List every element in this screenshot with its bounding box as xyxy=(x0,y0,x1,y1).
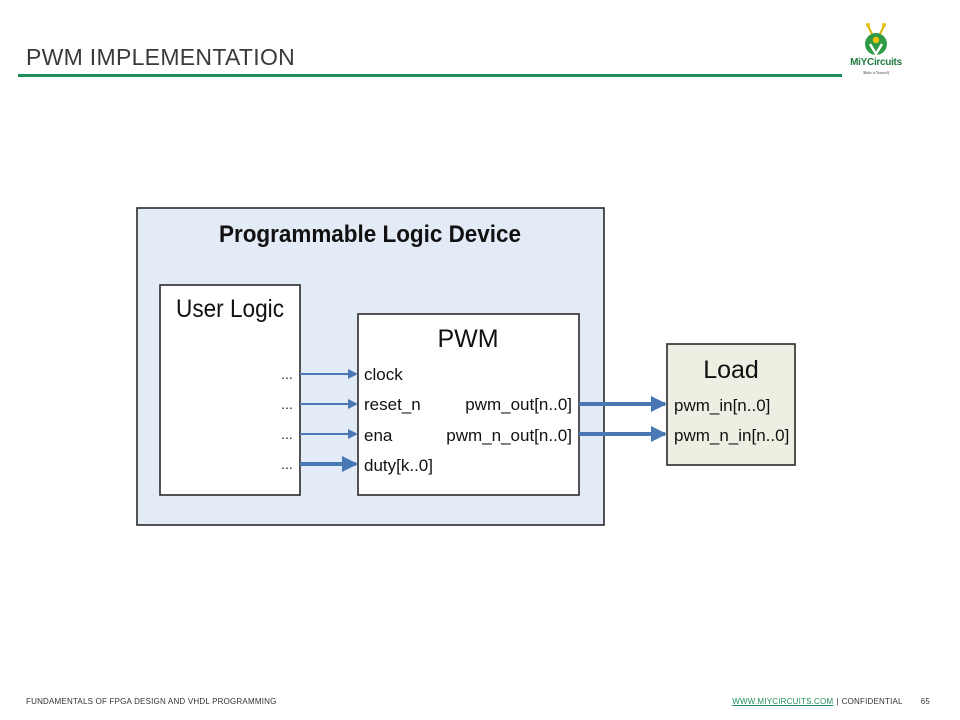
footer-course-title: FUNDAMENTALS OF FPGA DESIGN AND VHDL PRO… xyxy=(26,697,277,706)
footer-separator: | xyxy=(836,697,839,706)
slide-title: PWM IMPLEMENTATION xyxy=(26,44,296,70)
title-divider xyxy=(18,74,842,77)
pwm-input-clock: clock xyxy=(364,365,403,384)
pld-title: Programmable Logic Device xyxy=(219,221,521,248)
load-input-pwm-n-in: pwm_n_in[n..0] xyxy=(674,426,789,445)
load-input-pwm-in: pwm_in[n..0] xyxy=(674,396,770,415)
miycircuits-logo xyxy=(846,20,906,78)
page-number: 65 xyxy=(920,697,930,706)
logo-tagline: Make it Yourself xyxy=(862,70,890,75)
pwm-output-pwm-out: pwm_out[n..0] xyxy=(465,395,572,414)
user-logic-title: User Logic xyxy=(176,295,284,323)
user-logic-ellipsis: ... xyxy=(281,396,293,412)
footer-confidential: CONFIDENTIAL xyxy=(841,697,903,706)
user-logic-box xyxy=(159,284,301,496)
pwm-input-reset: reset_n xyxy=(364,395,421,414)
logo-wordmark: MiYCircuits xyxy=(850,57,902,68)
load-box xyxy=(666,343,796,466)
pwm-output-pwm-n-out: pwm_n_out[n..0] xyxy=(446,426,572,445)
user-logic-ellipsis: ... xyxy=(281,366,293,382)
footer-right: WWW.MIYCIRCUITS.COM|CONFIDENTIAL 65 xyxy=(732,697,930,706)
load-title: Load xyxy=(703,356,759,384)
pwm-input-duty: duty[k..0] xyxy=(364,456,433,475)
user-logic-ellipsis: ... xyxy=(281,426,293,442)
footer-website-link[interactable]: WWW.MIYCIRCUITS.COM xyxy=(732,697,834,706)
pwm-title: PWM xyxy=(437,325,498,353)
pwm-input-ena: ena xyxy=(364,426,393,445)
user-logic-ellipsis: ... xyxy=(281,456,293,472)
